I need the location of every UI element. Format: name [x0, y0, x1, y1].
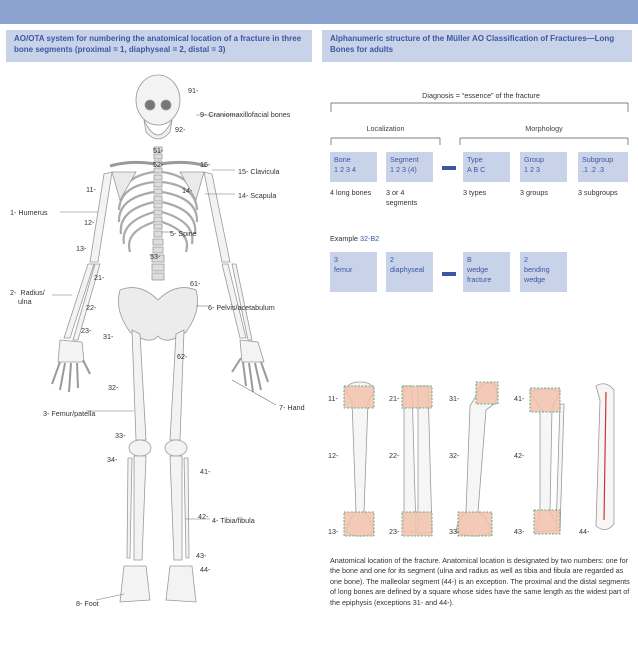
label-91: 91- — [188, 86, 199, 95]
segment-41 — [529, 387, 561, 413]
label-52: 52- — [153, 160, 164, 169]
bone-label-22: 22- — [389, 451, 400, 460]
skull — [135, 74, 181, 126]
label-31: 31- — [103, 332, 114, 341]
label-scapula: 14- Scapula — [238, 191, 277, 200]
label-14: 14- — [182, 186, 193, 195]
label-hand: 7- Hand — [279, 403, 305, 412]
separator-dash — [442, 166, 456, 170]
desc-segment: 3 or 4 segments — [386, 188, 418, 207]
label-41: 41- — [200, 467, 211, 476]
label-62: 62- — [177, 352, 188, 361]
label-12: 12- — [84, 218, 95, 227]
desc-group: 3 groups — [520, 188, 548, 197]
bone-label-12: 12- — [328, 451, 339, 460]
bone-label-23: 23- — [389, 527, 400, 536]
label-44: 44- — [200, 565, 211, 574]
desc-type: 3 types — [463, 188, 487, 197]
localization-label: Localization — [366, 124, 405, 133]
example-heading: Example 32-B2 — [330, 234, 380, 243]
desc-bone: 4 long bones — [330, 188, 372, 197]
label-pelvis: 6- Pelvis/acetabulum — [208, 303, 275, 312]
segment-31 — [475, 381, 499, 405]
label-22: 22- — [86, 303, 97, 312]
bone-label-33: 33- — [449, 527, 460, 536]
example-separator-dash — [442, 272, 456, 276]
label-51: 51- — [153, 146, 164, 155]
bone-label-13: 13- — [328, 527, 339, 536]
label-33: 33- — [115, 431, 126, 440]
label-femur: 3- Femur/patella — [43, 409, 96, 418]
label-92: 92- — [175, 125, 186, 134]
label-foot: 8- Foot — [76, 599, 99, 608]
label-radius-ulna: 2- Radius/ ulna — [10, 288, 45, 306]
morphology-label: Morphology — [525, 124, 563, 133]
bone-label-43: 43- — [514, 527, 525, 536]
bone-label-44: 44- — [579, 527, 590, 536]
segment-21 — [401, 385, 433, 409]
label-13: 13- — [76, 244, 87, 253]
label-15: 15- — [200, 160, 211, 169]
desc-subgroup: 3 subgroups — [578, 188, 618, 197]
label-spine: 5- Spine — [170, 229, 197, 238]
segment-43 — [533, 509, 561, 535]
segment-33 — [457, 511, 493, 537]
bone-label-11: 11- — [328, 394, 338, 403]
label-humerus: 1- Humerus — [10, 208, 48, 217]
segment-13 — [343, 511, 375, 537]
top-banner — [0, 0, 638, 24]
label-craniomaxillofacial: 9- Craniomaxillofacial bones — [200, 110, 291, 119]
left-header: AO/OTA system for numbering the anatomic… — [6, 30, 312, 62]
label-21: 21- — [94, 273, 105, 282]
bone-label-42: 42- — [514, 451, 525, 460]
label-11: 11- — [86, 185, 96, 194]
bone-label-32: 32- — [449, 451, 460, 460]
label-clavicula: 15- Clavicula — [238, 167, 280, 176]
label-42: 42- — [198, 512, 209, 521]
segment-11 — [343, 385, 375, 409]
segment-23 — [401, 511, 433, 537]
bone-label-41: 41- — [514, 394, 525, 403]
box-subgroup: Subgroup.1 .2 .3 — [578, 152, 628, 182]
figure-caption: Anatomical location of the fracture. Ana… — [330, 556, 630, 607]
diagnosis-label: Diagnosis = “essence” of the fracture — [422, 91, 540, 100]
label-34: 34- — [107, 455, 118, 464]
right-header: Alphanumeric structure of the Müller AO … — [322, 30, 632, 62]
label-23: 23- — [81, 326, 92, 335]
bone-label-21: 21- — [389, 394, 400, 403]
label-32: 32- — [108, 383, 119, 392]
label-61: 61- — [190, 279, 201, 288]
label-tibia-fibula: 4- Tibia/fibula — [212, 516, 255, 525]
label-53: 53- — [150, 252, 161, 261]
label-43: 43- — [196, 551, 207, 560]
bone-label-31: 31- — [449, 394, 460, 403]
